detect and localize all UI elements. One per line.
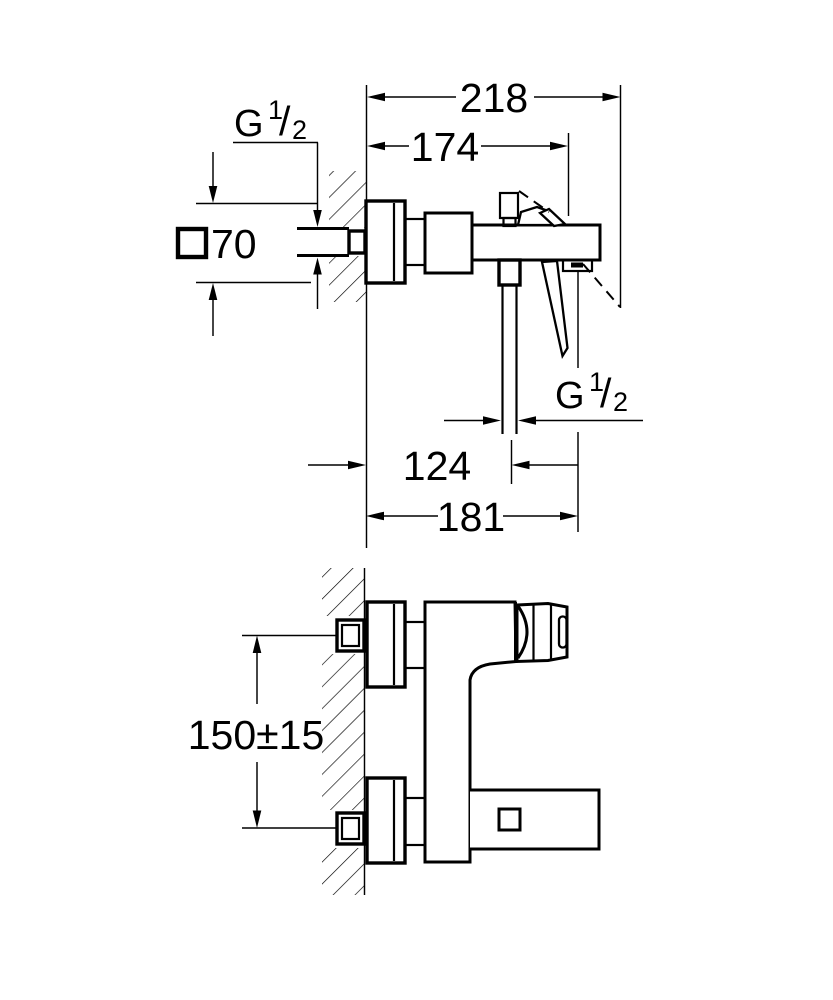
arrowhead — [252, 635, 262, 653]
inlet-union-inner — [340, 816, 361, 841]
aerator-slot — [571, 262, 583, 268]
arrowhead — [511, 460, 530, 470]
handle-end-slot — [557, 615, 568, 649]
dim-124-label: 124 — [403, 443, 471, 489]
escutcheon-side — [364, 199, 407, 285]
arrowhead — [518, 416, 536, 425]
square-symbol-icon — [175, 226, 209, 260]
escutcheon-front — [365, 600, 407, 689]
supply-stub — [297, 227, 367, 257]
arrowhead — [367, 141, 385, 151]
dim-181-label: 181 — [437, 494, 505, 540]
mixer-body-side — [470, 223, 602, 262]
wall-hatching — [322, 654, 364, 810]
arrowhead — [313, 210, 322, 227]
handle-post — [498, 191, 520, 220]
union-nut — [403, 796, 427, 847]
mixer-body-front — [423, 600, 518, 864]
wall-hatching — [329, 256, 366, 302]
dim-150-label: 150±15 — [188, 712, 325, 758]
inlet-union-outer — [335, 618, 366, 653]
lever-upper — [537, 207, 568, 228]
thread-denominator: 2 — [613, 387, 628, 417]
side-view: 218 174 G 1 / 2 — [175, 75, 643, 548]
aerator — [561, 258, 594, 273]
connector-pipe — [403, 217, 427, 267]
arrowhead — [208, 283, 218, 300]
dim-70-label: 70 — [211, 221, 257, 267]
arrowhead — [252, 810, 262, 828]
dimension-150: 150±15 — [188, 634, 336, 829]
spout — [470, 788, 601, 851]
wall-hatching — [329, 171, 366, 228]
dimension-174: 174 — [367, 124, 570, 216]
thread-label-wall: G 1 / 2 — [233, 95, 322, 309]
arrowhead — [367, 92, 385, 102]
mixer-front — [423, 600, 601, 864]
arrowhead — [366, 511, 384, 521]
dim-218-label: 218 — [460, 75, 528, 121]
thread-numerator: 1 — [589, 367, 604, 397]
wall-section-side — [329, 85, 368, 548]
open-position-dash-top — [518, 190, 550, 213]
wall-hatching — [322, 848, 364, 895]
inlet-bottom — [335, 776, 427, 865]
handle-joint-arc — [516, 605, 529, 659]
thread-slash: / — [279, 98, 291, 144]
front-view: 150±15 — [188, 568, 601, 895]
arrowhead — [560, 511, 578, 521]
dimension-124: 124 — [308, 440, 578, 489]
dim-174-label: 174 — [411, 124, 479, 170]
dimension-70: 70 — [175, 152, 318, 336]
dimension-218: 218 — [367, 75, 622, 308]
thread-label-outlet: G 1 / 2 — [444, 367, 643, 425]
union-nut-block — [423, 211, 474, 275]
union-nut — [403, 620, 427, 670]
thread-slash: / — [600, 370, 612, 416]
thread-denominator: 2 — [292, 115, 307, 145]
open-position-dash-bottom — [582, 263, 621, 308]
wall-section-front — [322, 568, 366, 895]
arrowhead — [550, 141, 568, 151]
arrowhead — [208, 186, 218, 203]
inlet-union-inner — [340, 623, 361, 648]
stub-union-nut — [347, 229, 367, 255]
wall-hatching — [322, 568, 364, 616]
thread-numerator: 1 — [268, 95, 283, 125]
handle-post-base — [502, 216, 517, 228]
mixer-side — [364, 190, 621, 434]
lever-lower — [540, 259, 569, 360]
arrowhead — [602, 92, 621, 102]
spout-outlet-hole — [497, 807, 522, 832]
outlet-joint-nut — [497, 258, 522, 287]
inlet-top — [335, 600, 427, 689]
dimension-181: 181 — [366, 272, 579, 540]
escutcheon-front — [365, 776, 407, 865]
arrowhead — [483, 416, 501, 425]
thread-g: G — [234, 103, 264, 145]
thread-g: G — [555, 375, 585, 417]
arrowhead — [313, 257, 322, 275]
arrowhead — [348, 460, 366, 470]
inlet-union-outer — [335, 811, 366, 846]
